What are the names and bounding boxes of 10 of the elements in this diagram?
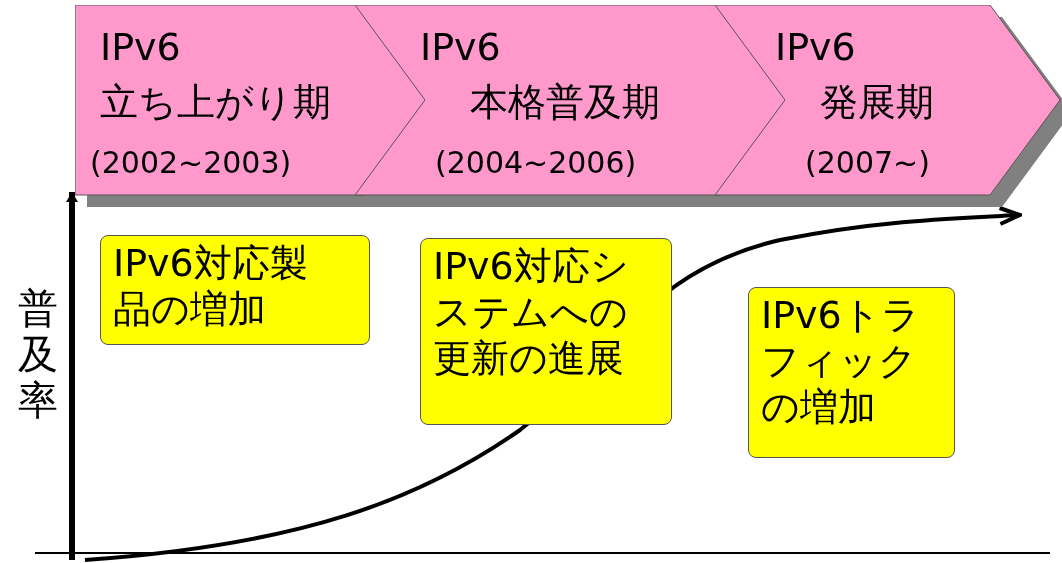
date-range: (2004~2006) <box>435 145 637 180</box>
note-card: IPv6トラフィックの増加 <box>748 287 955 458</box>
phase-title: IPv6 本格普及期 <box>420 24 660 126</box>
date-range: (2002~2003) <box>90 145 292 180</box>
axis-label: 普及率 <box>18 285 59 423</box>
date-range: (2007~) <box>805 145 930 180</box>
phase-title: IPv6 発展期 <box>775 24 934 126</box>
phase-title: IPv6 立ち上がり期 <box>100 24 331 126</box>
note-card: IPv6対応製品の増加 <box>100 235 370 345</box>
note-card: IPv6対応システムへの更新の進展 <box>420 238 672 425</box>
